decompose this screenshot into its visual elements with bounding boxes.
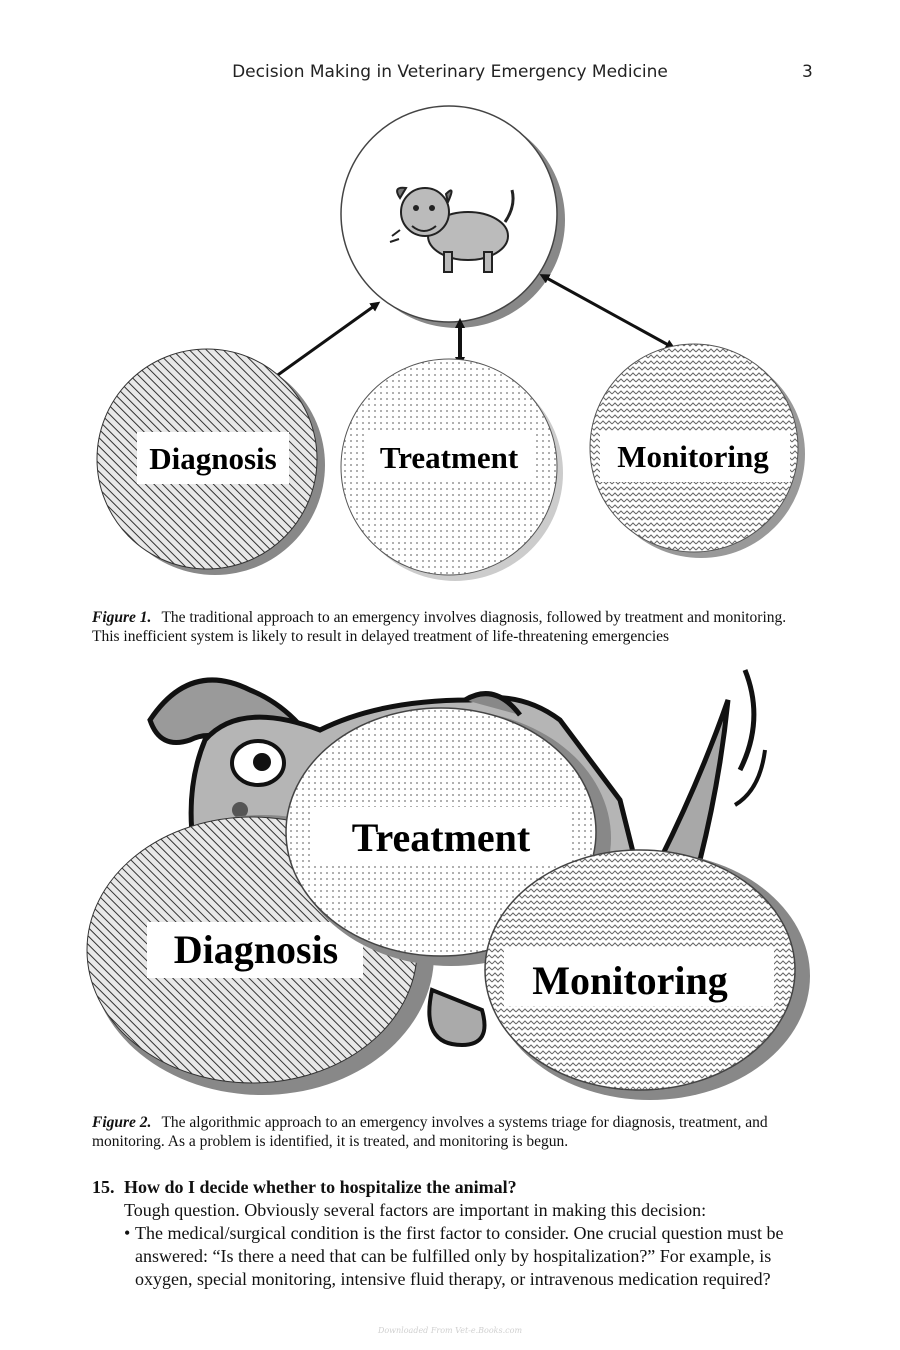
- question-intro: Tough question. Obviously several factor…: [124, 1200, 707, 1220]
- diagnosis-circle: Diagnosis: [96, 348, 325, 575]
- fig2-label-diagnosis: Diagnosis: [174, 927, 339, 972]
- dog-icon: [389, 186, 515, 273]
- question-body: Tough question. Obviously several factor…: [124, 1199, 824, 1291]
- question-title: How do I decide whether to hospitalize t…: [124, 1177, 517, 1197]
- figure-2-caption-text: The algorithmic approach to an emergency…: [92, 1114, 768, 1150]
- figure-1-diagram: Diagnosis Treatment Monitoring: [96, 105, 805, 581]
- figure-1-caption: Figure 1.The traditional approach to an …: [92, 608, 814, 646]
- figure-1-caption-text: The traditional approach to an emergency…: [92, 609, 787, 645]
- list-item: The medical/surgical condition is the fi…: [124, 1222, 824, 1291]
- dog-circle: [340, 105, 565, 328]
- fig1-label-monitoring: Monitoring: [617, 439, 769, 474]
- fig1-label-treatment: Treatment: [380, 440, 519, 475]
- fig2-label-monitoring: Monitoring: [532, 958, 728, 1003]
- page-number: 3: [802, 62, 813, 82]
- question-heading: 15. How do I decide whether to hospitaliz…: [92, 1177, 517, 1198]
- treatment-circle: Treatment: [340, 358, 563, 581]
- figure-2-diagram: Diagnosis Treatment Monitoring: [86, 669, 810, 1100]
- figure-2-caption: Figure 2.The algorithmic approach to an …: [92, 1113, 814, 1151]
- fig1-label-diagnosis: Diagnosis: [149, 441, 276, 476]
- monitoring-ellipse: Monitoring: [484, 849, 810, 1100]
- watermark: Downloaded From Vet-e.Books.com: [377, 1326, 523, 1335]
- running-title: Decision Making in Veterinary Emergency …: [232, 62, 668, 82]
- monitoring-circle: Monitoring: [589, 343, 805, 558]
- arrow-dog-diagnosis: [264, 301, 381, 385]
- fig2-label-treatment: Treatment: [352, 815, 531, 860]
- arrow-dog-monitoring: [539, 274, 676, 349]
- figure-1-caption-label: Figure 1.: [92, 609, 152, 626]
- figure-2-caption-label: Figure 2.: [92, 1114, 152, 1131]
- question-number: 15.: [92, 1177, 115, 1197]
